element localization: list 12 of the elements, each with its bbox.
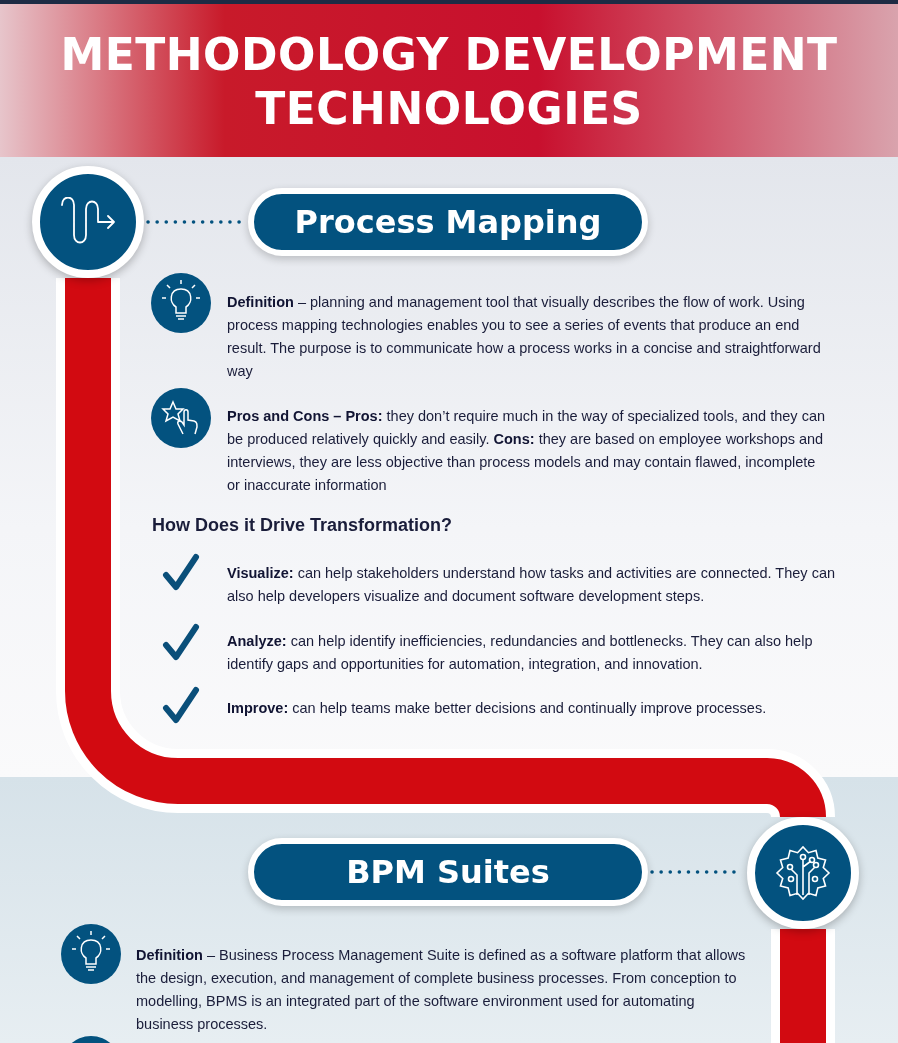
- description-text: Pros and Cons – Pros: they don’t require much in the way of specialized tools, and they can be produced relatively quickly and easily. Cons: they are based on employee workshops and interviews, they are less objective than process models and may contain flawed, incomplete or inaccurate information: [227, 407, 827, 495]
- description-text: Improve: can help teams make better decisions and continually improve processes.: [227, 699, 768, 718]
- description-text: Analyze: can help identify inefficiencies, redundancies and bottlenecks. They can also help identify gaps and opportunities for automation, integration, and innovation.: [227, 632, 814, 674]
- description-text: Definition – Business Process Management Suite is defined as a software platform that allows the design, execution, and management of complete business processes. From conception to modelling, BPMS is an integrated part of the software environment used for automating business processes.: [136, 946, 746, 1034]
- section-heading: BPM Suites: [346, 853, 550, 891]
- description-text: Visualize: can help stakeholders understand how tasks and activities are connected. They can also help developers visualize and document software development steps.: [227, 564, 837, 606]
- description-text: Definition – planning and management tool that visually describes the flow of work. Using process mapping technologies enables you to see a series of events that produce an end result. The purpose is to communicate how a process works in a concise and straightforward way: [227, 293, 822, 381]
- title-pill: [248, 838, 648, 906]
- subheading: How Does it Drive Transformation?: [152, 514, 454, 537]
- title: METHODOLOGY DEVELOPMENT TECHNOLOGIES: [59, 28, 839, 136]
- section-heading: Process Mapping: [294, 203, 602, 241]
- title-pill: [248, 188, 648, 256]
